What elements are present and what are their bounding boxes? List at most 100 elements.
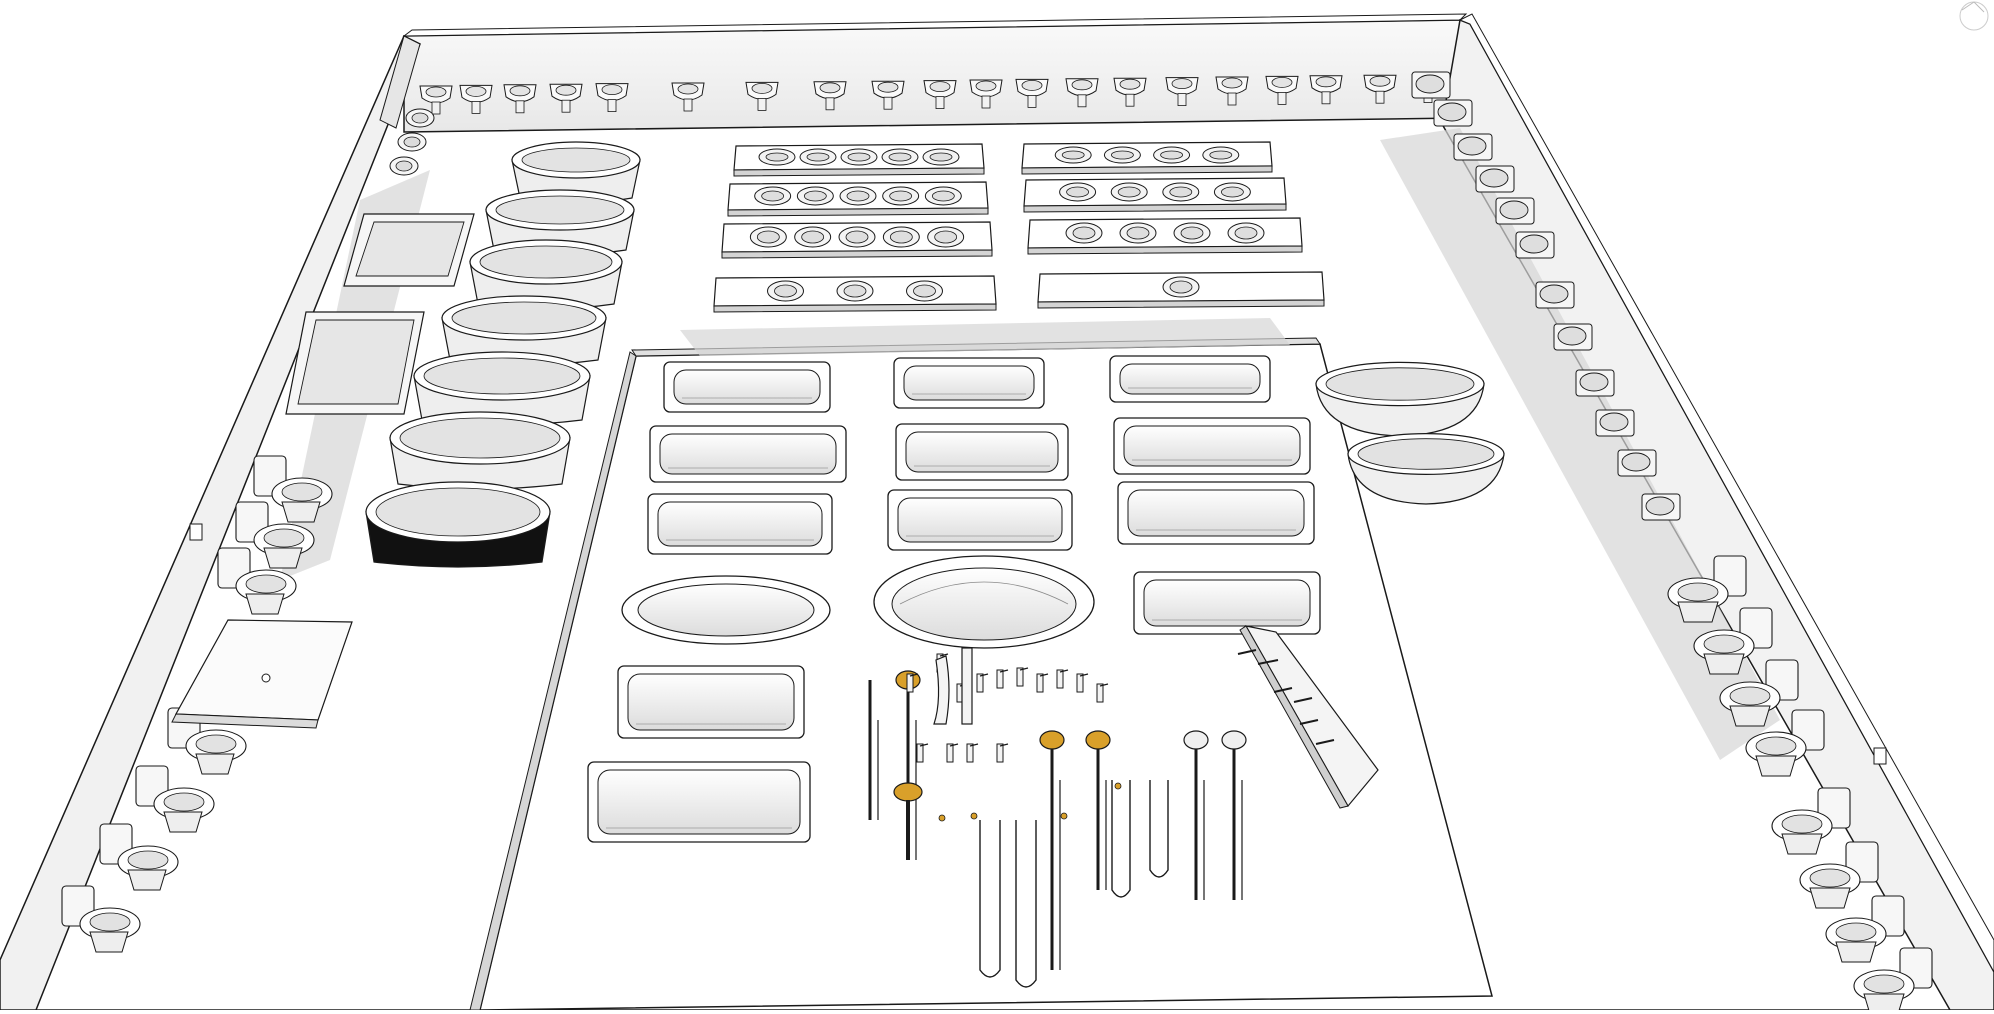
shower-hose [1111,780,1131,898]
faucet [946,743,959,763]
faucet [996,669,1009,689]
wall-sink [1113,77,1147,107]
round-bathtub [873,555,1095,649]
toilet [1667,555,1747,623]
alcove-bathtub [343,213,475,287]
wall-sink [1475,165,1515,193]
shower-rail [1085,730,1111,890]
wall-sink [1553,323,1593,351]
vanity-counter [733,143,985,177]
bathtub [887,489,1073,551]
bathtub [1133,571,1321,635]
wall-sink [1617,449,1657,477]
standing-shower [893,782,923,860]
wall-sink [1515,231,1555,259]
wall-sink [1411,71,1451,99]
bathtub [663,361,831,413]
freestanding-bathtub [1347,433,1505,505]
toilet [217,547,297,615]
tall-faucet [933,647,973,725]
vanity-counter [721,221,993,259]
wall-sink [389,156,419,176]
toilet [1745,709,1825,777]
faucet [1016,667,1029,687]
wall-sink [745,81,779,111]
fitting [970,812,978,820]
wall-sink [1641,493,1681,521]
faucet [1056,669,1069,689]
shower-rail [868,680,879,820]
bathtub [1109,355,1271,403]
wall-sink [1453,133,1493,161]
toilet [61,885,141,953]
wall-sink [405,108,435,128]
wall-sink [1495,197,1535,225]
faucet [966,743,979,763]
faucet [996,743,1009,763]
bathtub-grid [587,355,1505,843]
fitting [938,814,946,822]
shower-tray [171,619,353,729]
wall-sink [1165,77,1199,106]
alcove-bathtub [285,311,425,415]
wall-sink [871,80,905,110]
vanity-counter [727,181,989,217]
wall-sink [1215,76,1249,106]
faucet [906,673,919,693]
vanity-counter [1023,177,1287,213]
wall-sink [419,85,453,115]
shower-rail [1183,730,1209,900]
toilet [135,765,215,833]
bathtub [895,423,1069,481]
vanity-counter [1037,271,1325,309]
shower-faucets [868,647,1247,988]
axis-gizmo-icon[interactable] [1959,1,1989,31]
wall-sink [549,83,583,113]
wall-sink [1595,409,1635,437]
wall-sink [1015,78,1049,108]
wall-sink [671,82,705,112]
bathtub [649,425,847,483]
wall-sink [969,79,1003,109]
wall-sink [595,83,629,112]
faucet [916,743,929,763]
shower-hose [1149,780,1169,878]
wall-sink [1363,74,1397,104]
vanity-counters [713,141,1325,313]
fitting [1060,812,1068,820]
toilet [235,501,315,569]
bathtub [647,493,833,555]
bathtub [1117,481,1315,545]
wall-sink [1575,369,1615,397]
vanity-counter [1021,141,1273,175]
faucet [1036,673,1049,693]
right-wall-sinks [1411,71,1681,521]
vanity-counter [1027,217,1303,255]
vanity-counter [713,275,997,313]
toilet [1771,787,1851,855]
shower-rail [1221,730,1247,900]
wall-sink [1065,78,1099,108]
faucet [1076,673,1089,693]
wall-sink [1265,75,1299,105]
faucet [976,673,989,693]
freestanding-bathtub [365,481,551,568]
toilet [1825,895,1905,963]
toilet [1853,947,1933,1014]
wall-sink [397,132,427,152]
toilet [1799,841,1879,909]
freestanding-tubs-left [285,141,641,568]
freestanding-bathtub [1315,361,1485,437]
toilet [1719,659,1799,727]
oval-bathtub [621,575,831,645]
toilet [1693,607,1773,675]
bathtub [893,357,1045,409]
faucet [1096,683,1109,703]
toilets [61,455,1933,1014]
toilet [253,455,333,523]
bathtub [1113,417,1311,475]
toilet [99,823,179,891]
bathtub [587,761,811,843]
fitting [1114,782,1122,790]
